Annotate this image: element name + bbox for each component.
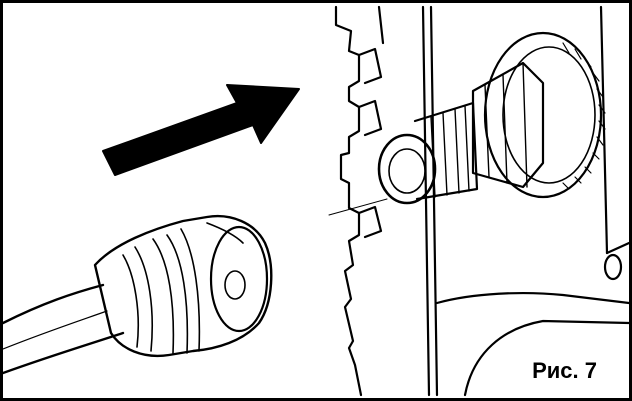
- hose-coupling: [3, 214, 273, 375]
- device-housing: [334, 5, 629, 397]
- inlet-fitting: [328, 31, 606, 216]
- direction-arrow: [102, 84, 300, 176]
- figure-caption: Рис. 7: [530, 358, 599, 383]
- connection-illustration: [3, 5, 629, 397]
